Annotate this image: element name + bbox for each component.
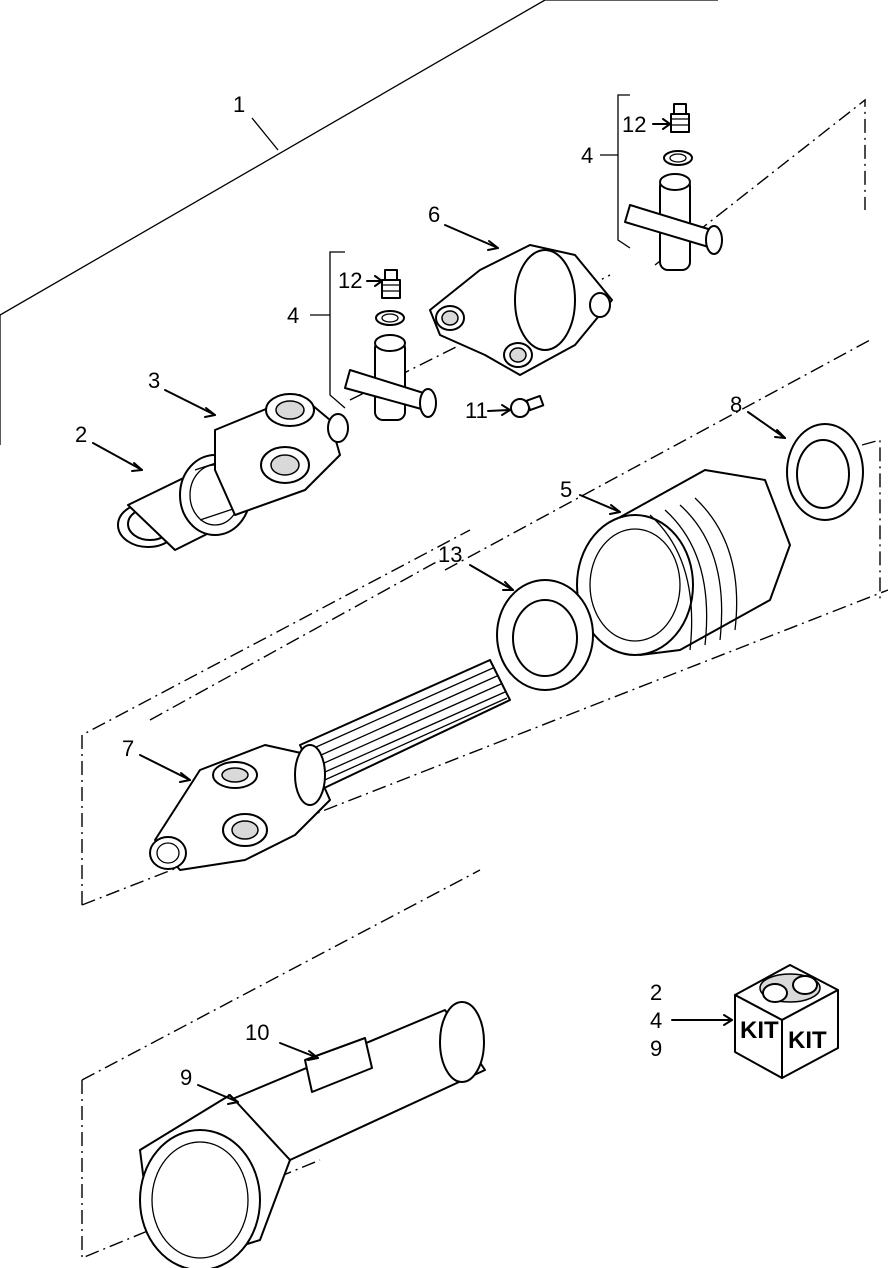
callout-9: 9 [180,1065,192,1090]
part-guard-tube [139,1001,486,1268]
callout-12b: 12 [622,112,646,137]
callouts: 1 2 3 4 4 5 6 7 8 9 10 11 12 12 13 [75,92,742,1090]
callout-11: 11 [465,398,488,423]
boundary-lines [81,98,888,1260]
part-grease-nipple-11 [510,394,545,418]
callout-6: 6 [428,202,440,227]
part-splined-yoke [149,659,511,871]
part-ring-8 [786,423,864,521]
callout-13: 13 [438,542,462,567]
kit-box-icon: KIT KIT [734,964,839,1079]
part-decal-label [304,1037,373,1093]
callout-7: 7 [122,736,134,761]
kit-item-list: 2 4 9 [650,980,662,1061]
part-ring-13 [496,579,594,691]
part-outer-yoke [429,244,613,376]
kit-item-2: 4 [650,1008,662,1033]
kit-item-3: 9 [650,1036,662,1061]
part-inner-yoke [214,393,349,516]
assembly-bracket [0,0,718,445]
bracket-4 [310,94,631,409]
part-cross-journal-upper [624,150,723,271]
callout-8: 8 [730,392,742,417]
callout-4b: 4 [581,143,593,168]
part-cross-journal-lower [344,310,437,421]
callout-1: 1 [233,92,245,117]
part-grease-nipple-upper [670,103,690,133]
callout-12a: 12 [338,268,362,293]
part-bell-housing [576,469,791,656]
kit-item-1: 2 [650,980,662,1005]
callout-10: 10 [245,1020,269,1045]
callout-2: 2 [75,422,87,447]
leader-lines [92,118,786,1105]
callout-4a: 4 [287,303,299,328]
callout-5: 5 [560,477,572,502]
callout-3: 3 [148,368,160,393]
part-grease-nipple-lower [381,269,401,299]
kit-label-left: KIT [740,1017,779,1044]
kit-label-right: KIT [788,1027,827,1054]
